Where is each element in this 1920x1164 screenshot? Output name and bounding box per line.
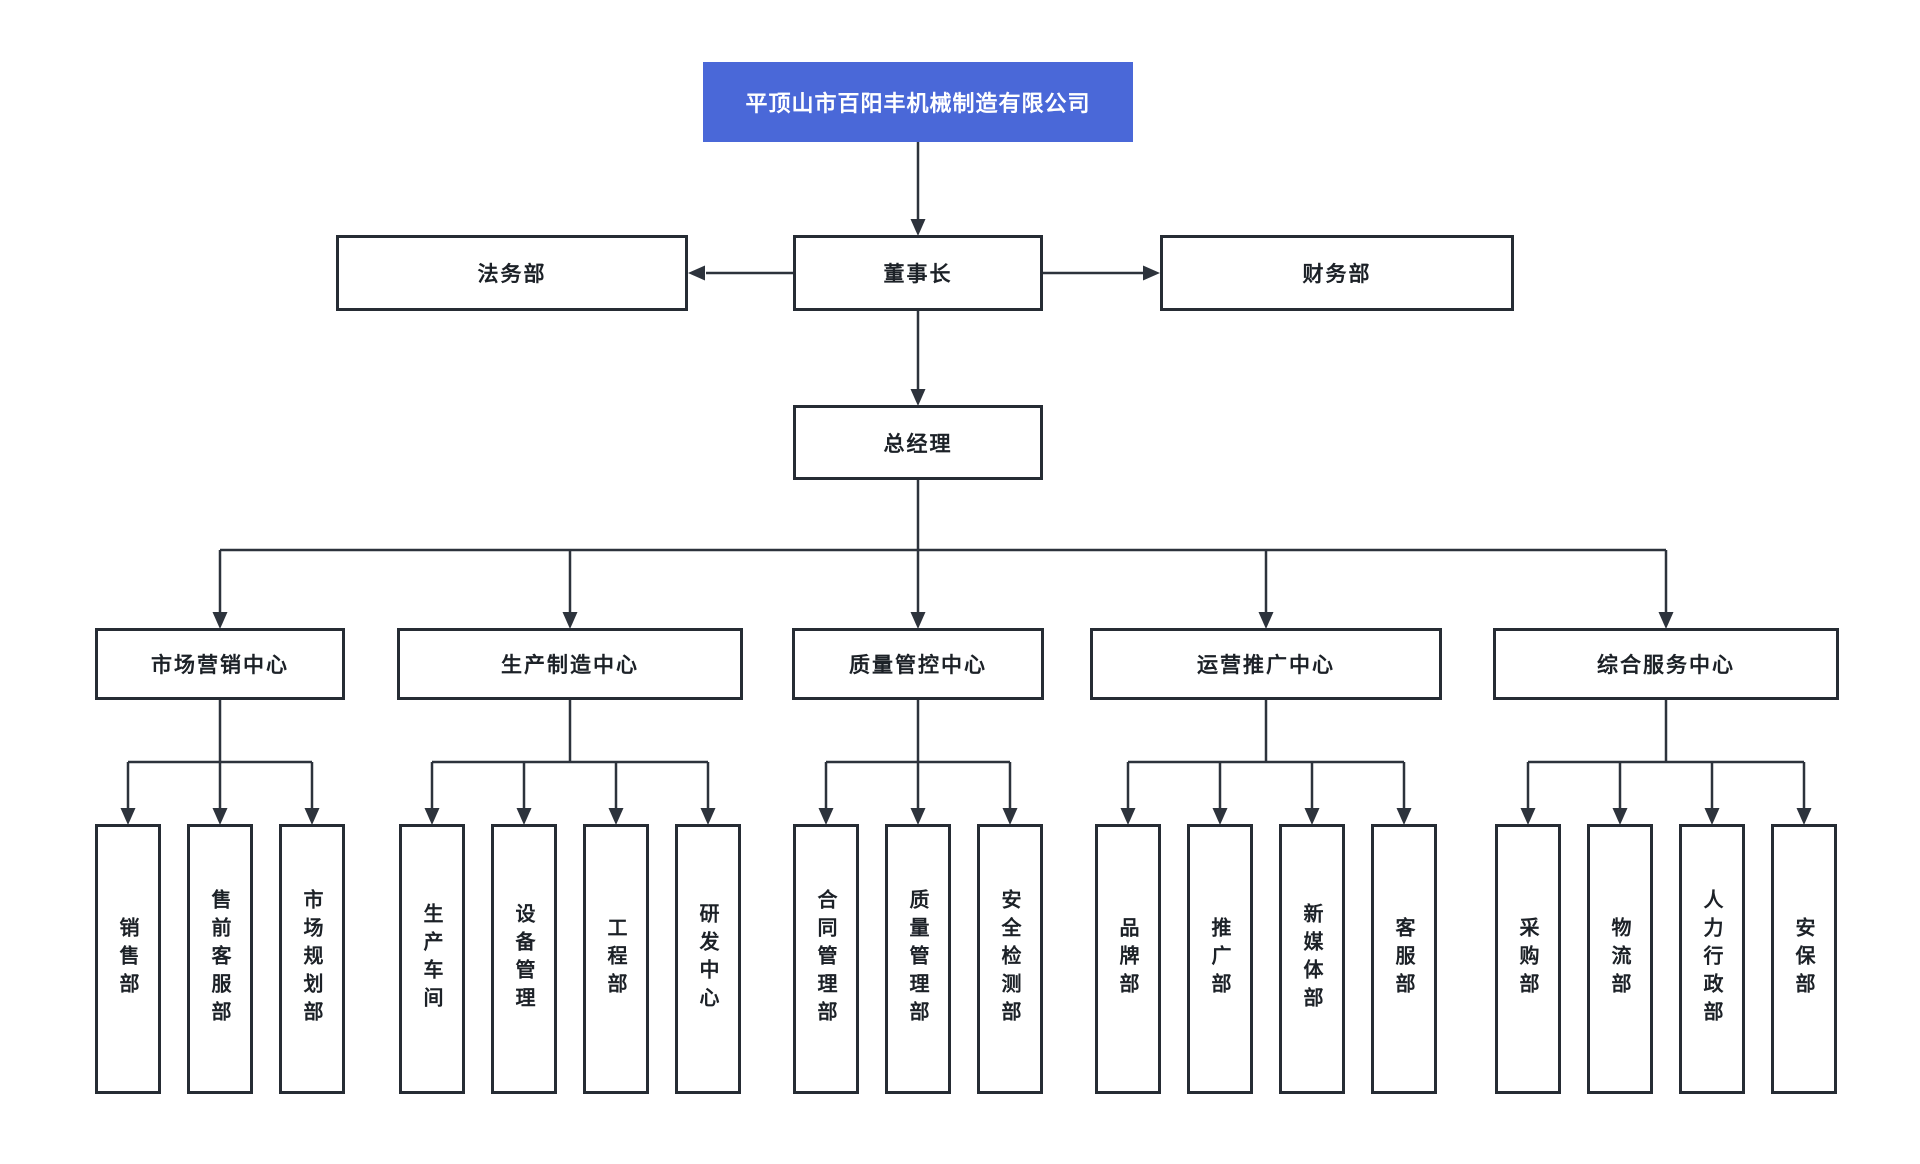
node-brand-dept[interactable]: 品牌部 bbox=[1095, 824, 1161, 1094]
node-label: 生产车间 bbox=[420, 903, 444, 1015]
node-label: 运营推广中心 bbox=[1197, 653, 1335, 677]
node-label: 质量管控中心 bbox=[849, 653, 987, 677]
node-label: 质量管理部 bbox=[906, 889, 930, 1029]
node-label: 安保部 bbox=[1792, 917, 1816, 1001]
node-hr-admin-dept[interactable]: 人力行政部 bbox=[1679, 824, 1745, 1094]
node-quality-management-dept[interactable]: 质量管理部 bbox=[885, 824, 951, 1094]
node-label: 董事长 bbox=[883, 262, 953, 286]
node-label: 新媒体部 bbox=[1300, 903, 1324, 1015]
node-label: 人力行政部 bbox=[1700, 889, 1724, 1029]
node-security-dept[interactable]: 安保部 bbox=[1771, 824, 1837, 1094]
node-label: 总经理 bbox=[883, 431, 953, 456]
node-equipment-management[interactable]: 设备管理 bbox=[491, 824, 557, 1094]
node-label: 合同管理部 bbox=[814, 889, 838, 1029]
node-services-center[interactable]: 综合服务中心 bbox=[1493, 628, 1839, 700]
node-production-workshop[interactable]: 生产车间 bbox=[399, 824, 465, 1094]
node-label: 安全检测部 bbox=[998, 889, 1022, 1029]
node-label: 客服部 bbox=[1392, 917, 1416, 1001]
node-label: 综合服务中心 bbox=[1597, 653, 1735, 677]
node-purchasing-dept[interactable]: 采购部 bbox=[1495, 824, 1561, 1094]
node-rnd-center[interactable]: 研发中心 bbox=[675, 824, 741, 1094]
node-marketing-center[interactable]: 市场营销中心 bbox=[95, 628, 345, 700]
node-sales-dept[interactable]: 销售部 bbox=[95, 824, 161, 1094]
node-finance-dept[interactable]: 财务部 bbox=[1160, 235, 1514, 311]
node-market-planning-dept[interactable]: 市场规划部 bbox=[279, 824, 345, 1094]
node-promotion-dept[interactable]: 推广部 bbox=[1187, 824, 1253, 1094]
node-label: 市场营销中心 bbox=[151, 653, 289, 677]
node-general-manager[interactable]: 总经理 bbox=[793, 405, 1043, 480]
node-label: 工程部 bbox=[604, 917, 628, 1001]
node-label: 财务部 bbox=[1302, 262, 1372, 286]
node-operations-center[interactable]: 运营推广中心 bbox=[1090, 628, 1442, 700]
node-presales-service-dept[interactable]: 售前客服部 bbox=[187, 824, 253, 1094]
node-contract-management-dept[interactable]: 合同管理部 bbox=[793, 824, 859, 1094]
node-label: 品牌部 bbox=[1116, 917, 1140, 1001]
node-label: 售前客服部 bbox=[208, 889, 232, 1029]
node-label: 平顶山市百阳丰机械制造有限公司 bbox=[745, 92, 1091, 117]
node-quality-center[interactable]: 质量管控中心 bbox=[792, 628, 1044, 700]
node-legal-dept[interactable]: 法务部 bbox=[336, 235, 688, 311]
node-label: 物流部 bbox=[1608, 917, 1632, 1001]
node-production-center[interactable]: 生产制造中心 bbox=[397, 628, 743, 700]
node-label: 市场规划部 bbox=[300, 889, 324, 1029]
node-label: 法务部 bbox=[477, 262, 547, 286]
node-chairman[interactable]: 董事长 bbox=[793, 235, 1043, 311]
node-company[interactable]: 平顶山市百阳丰机械制造有限公司 bbox=[703, 62, 1133, 142]
node-label: 研发中心 bbox=[696, 903, 720, 1015]
node-label: 推广部 bbox=[1208, 917, 1232, 1001]
node-label: 生产制造中心 bbox=[501, 653, 639, 677]
node-customer-service-dept[interactable]: 客服部 bbox=[1371, 824, 1437, 1094]
node-label: 设备管理 bbox=[512, 903, 536, 1015]
node-new-media-dept[interactable]: 新媒体部 bbox=[1279, 824, 1345, 1094]
node-engineering-dept[interactable]: 工程部 bbox=[583, 824, 649, 1094]
node-logistics-dept[interactable]: 物流部 bbox=[1587, 824, 1653, 1094]
node-label: 销售部 bbox=[116, 917, 140, 1001]
node-label: 采购部 bbox=[1516, 917, 1540, 1001]
node-safety-inspection-dept[interactable]: 安全检测部 bbox=[977, 824, 1043, 1094]
